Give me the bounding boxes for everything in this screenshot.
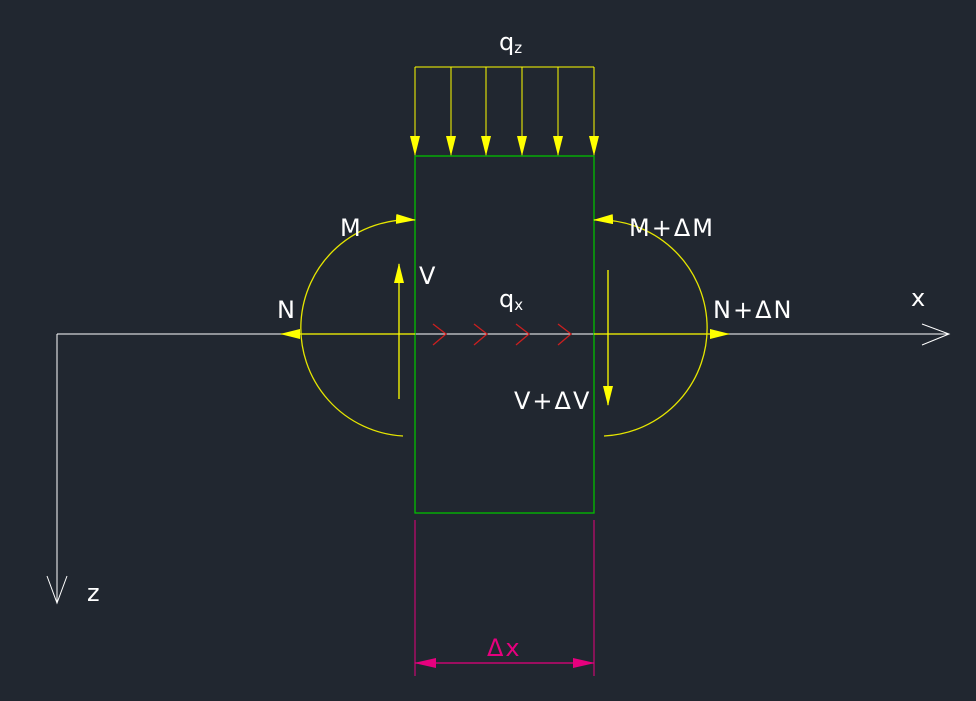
label-n: N [277,296,297,324]
label-qz: qz [499,28,523,57]
label-v-dv: V+ΔV [514,387,592,415]
label-x-axis: x [911,284,928,312]
moment-m-arc [300,213,416,437]
label-dx: Δx [487,634,522,662]
distributed-load-qx [432,323,573,346]
label-m: M [340,214,363,242]
label-v: V [419,262,438,290]
label-z-axis: z [87,579,102,607]
moment-m-dm-arc [593,214,708,437]
label-n-dn: N+ΔN [713,296,794,324]
label-qx: qx [499,285,524,314]
distributed-load-qz [410,66,599,156]
label-m-dm: M+ΔM [629,214,715,242]
dimension-dx [414,520,595,676]
x-axis [57,323,951,346]
z-axis [46,334,68,605]
